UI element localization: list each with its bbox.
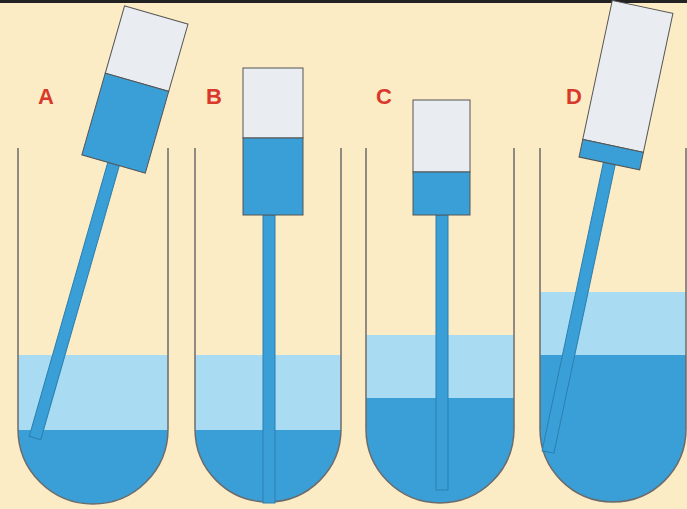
tube-letter: C [376, 86, 392, 108]
tube-letter: A [38, 86, 54, 108]
pipette-d [518, 0, 673, 458]
top-rule [0, 0, 687, 3]
pipette-a [3, 6, 188, 447]
test-tube-walls [18, 148, 686, 504]
pipette-b [243, 68, 303, 503]
tube-letter: B [206, 86, 222, 108]
tube-letter: D [566, 86, 582, 108]
pipette-c [413, 100, 470, 490]
